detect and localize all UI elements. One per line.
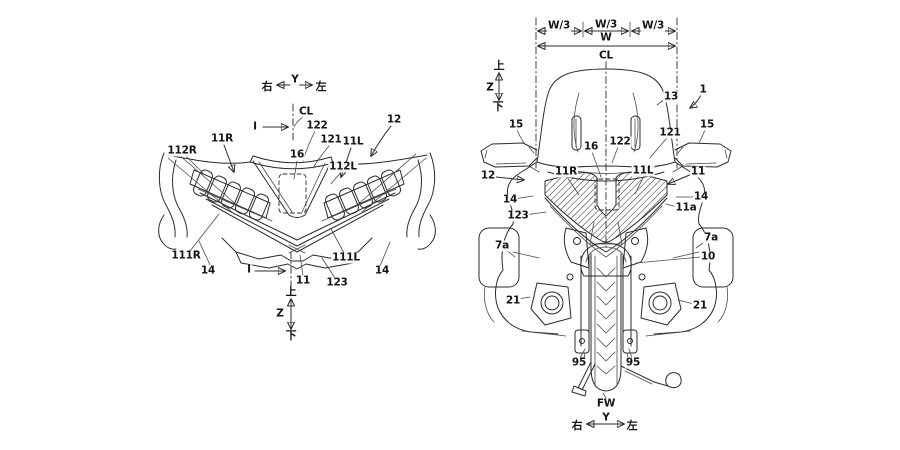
led-segments-left-row	[324, 169, 402, 221]
figure-front-fairing-drawing	[158, 85, 436, 329]
figure-motorcycle-front-view-drawing	[478, 17, 734, 424]
led-segments-right-row	[192, 169, 270, 221]
